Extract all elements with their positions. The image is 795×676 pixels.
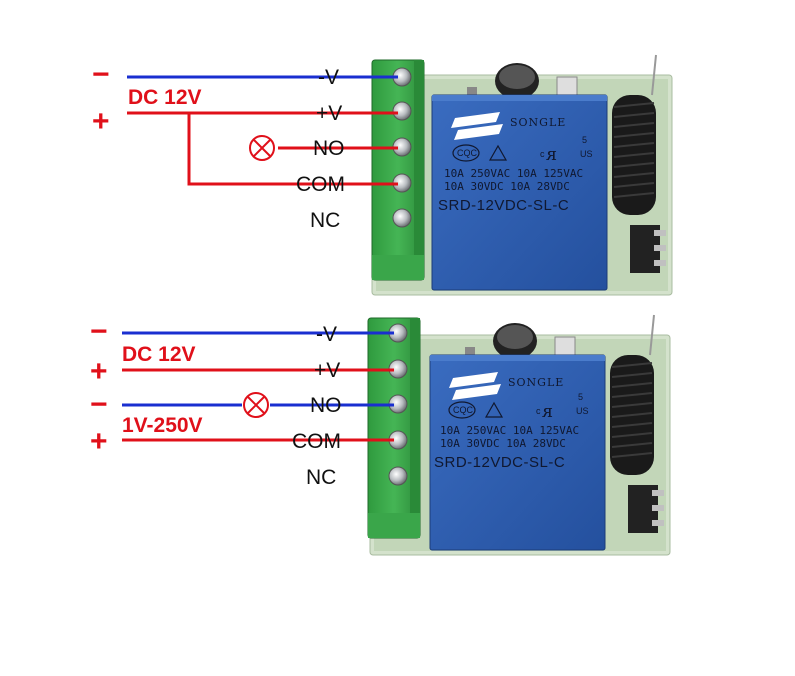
ul-mark-icon: ᴙ [542, 401, 553, 422]
terminal-label-nc: NC [306, 466, 336, 489]
lamp-symbol-icon [243, 392, 269, 418]
relay-mark-5: 5 [582, 135, 587, 145]
terminal-label-pos: +V [314, 359, 340, 382]
triangle-mark-icon [488, 144, 508, 161]
supply-voltage-label: DC 12V [128, 86, 202, 109]
triangle-mark-icon [484, 401, 504, 418]
screw-icon [392, 208, 412, 228]
relay-mark-5: 5 [578, 392, 583, 402]
songle-logo-icon [449, 372, 498, 388]
relay-model: SRD-12VDC-SL-C [438, 197, 569, 214]
relay-rating-1: 10A 250VAC 10A 125VAC [440, 424, 579, 437]
lamp-symbol-icon [249, 135, 275, 161]
supply-minus-sign: − [90, 315, 108, 348]
load-minus-sign: − [90, 388, 108, 421]
songle-logo-icon [451, 112, 500, 128]
diagram-top: SONGLE CQC c ᴙ US 5 10A 250VAC 10A 125VA… [92, 54, 673, 296]
terminal-label-pos: +V [316, 102, 342, 125]
terminal-label-no: NO [310, 394, 342, 417]
cqc-mark-icon [448, 401, 476, 419]
screw-icon [392, 101, 412, 121]
com-wire [187, 113, 398, 186]
relay-model: SRD-12VDC-SL-C [434, 454, 565, 471]
ul-mark-icon: ᴙ [546, 144, 557, 165]
relay-label-area: SONGLE CQC c ᴙ US 5 10A 250VAC 10A 125VA… [438, 112, 593, 214]
songle-logo-icon-lower [454, 124, 503, 140]
terminal-block [367, 317, 421, 539]
songle-logo-icon-lower [452, 384, 501, 400]
cqc-mark-icon [452, 144, 480, 162]
terminal-label-no: NO [313, 137, 345, 160]
terminal-label-neg: -V [318, 66, 339, 89]
relay-mark-c: c [536, 406, 541, 416]
terminal-label-com: COM [292, 430, 341, 453]
terminal-block [371, 59, 425, 281]
relay-brand: SONGLE [510, 116, 566, 129]
relay-brand: SONGLE [508, 376, 564, 389]
terminal-label-com: COM [296, 173, 345, 196]
relay-mark-us: US [580, 149, 593, 159]
load-plus-sign: + [90, 425, 108, 458]
relay-rating-2: 10A 30VDC 10A 28VDC [444, 180, 570, 193]
supply-plus-sign: + [92, 105, 110, 138]
relay-rating-2: 10A 30VDC 10A 28VDC [440, 437, 566, 450]
terminal-label-nc: NC [310, 209, 340, 232]
relay-mark-cqc: CQC [457, 148, 478, 158]
screw-icon [388, 466, 408, 486]
relay-mark-c: c [540, 149, 545, 159]
supply-plus-sign: + [90, 355, 108, 388]
relay-rating-1: 10A 250VAC 10A 125VAC [444, 167, 583, 180]
relay-label-area: SONGLE CQC c ᴙ US 5 10A 250VAC 10A 125VA… [434, 372, 589, 471]
terminal-label-neg: -V [316, 323, 337, 346]
supply-voltage-label: DC 12V [122, 343, 196, 366]
diagram-bottom: SONGLE CQC c ᴙ US 5 10A 250VAC 10A 125VA… [90, 314, 671, 556]
relay-mark-cqc: CQC [453, 405, 474, 415]
relay-mark-us: US [576, 406, 589, 416]
terminal-screws [392, 67, 412, 228]
supply-minus-sign: − [92, 58, 110, 91]
load-voltage-label: 1V-250V [122, 414, 203, 437]
